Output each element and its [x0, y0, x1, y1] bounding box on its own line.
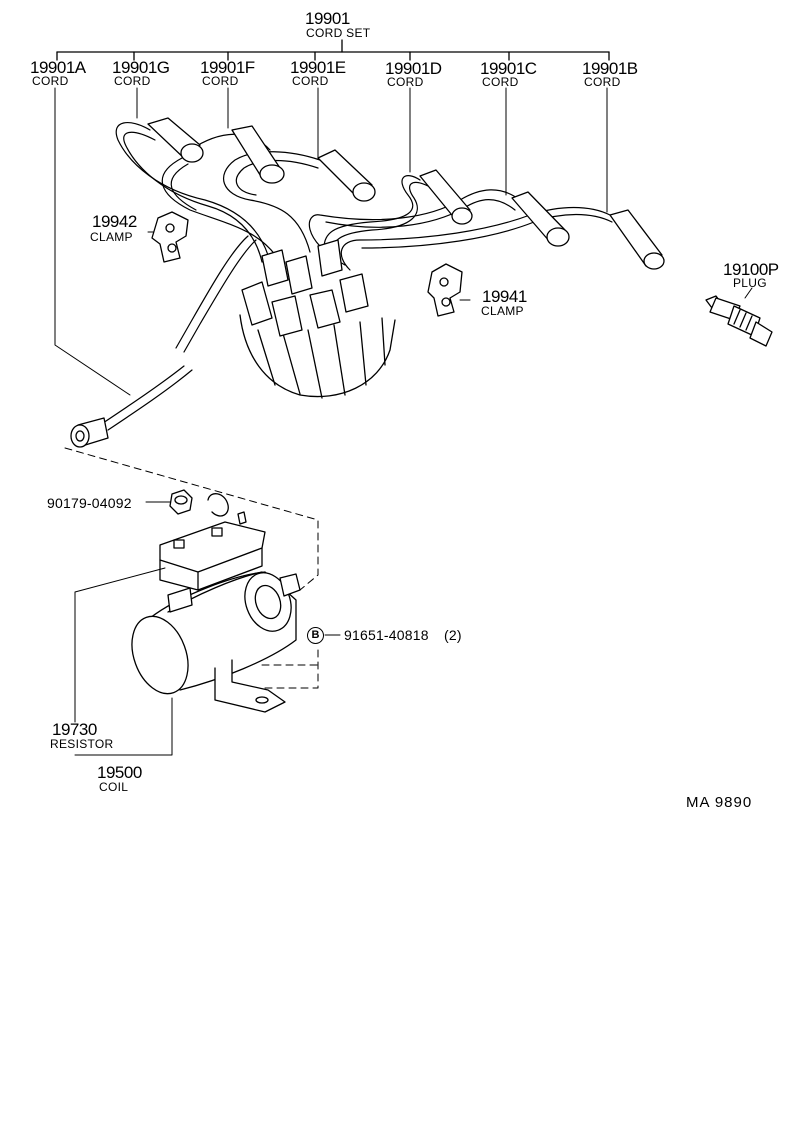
nut-part-no: 90179-04092 [47, 495, 132, 511]
plug-boots [147, 117, 665, 270]
cord-e-name: CORD [292, 74, 329, 88]
bolt-badge: B [307, 627, 324, 644]
cord-set-name: CORD SET [306, 26, 371, 40]
leader-lines [54, 87, 753, 756]
dashed-guides [64, 447, 319, 689]
resistor-part-no: 19730 [52, 720, 97, 739]
cord-a-name: CORD [32, 74, 69, 88]
cord-set-part-no: 19901 [305, 9, 350, 28]
bolt-qty: (2) [444, 627, 462, 643]
cord-c-part-no: 19901C [480, 59, 537, 78]
distributor-cap [239, 239, 396, 399]
coil-shape [131, 571, 301, 713]
clamp-19942-shape [151, 211, 189, 263]
cord-set-bracket [56, 39, 610, 61]
spark-plug-shape [705, 295, 773, 347]
cord-b-name: CORD [584, 75, 621, 89]
cord-e-part-no: 19901E [290, 58, 346, 77]
coil-part-no: 19500 [97, 763, 142, 782]
cord-a-part-no: 19901A [30, 58, 86, 77]
cord-b-part-no: 19901B [582, 59, 638, 78]
cord-d-name: CORD [387, 75, 424, 89]
clamp-19942-name: CLAMP [90, 230, 133, 244]
clamp-19941-name: CLAMP [481, 304, 524, 318]
ignition-wires [99, 122, 613, 431]
clamp-19941-shape [427, 263, 463, 317]
clamp-19942-part-no: 19942 [92, 212, 137, 231]
plug-part-no: 19100P [723, 260, 779, 279]
clamp-19941-part-no: 19941 [482, 287, 527, 306]
diagram-ref: MA 9890 [686, 794, 753, 811]
cord-g-name: CORD [114, 74, 151, 88]
cord-c-name: CORD [482, 75, 519, 89]
resistor-shape [159, 493, 266, 591]
plug-name: PLUG [733, 276, 767, 290]
cord-d-part-no: 19901D [385, 59, 442, 78]
cord-g-part-no: 19901G [112, 58, 170, 77]
bolt-part-no: 91651-40818 [344, 627, 429, 643]
cord-f-part-no: 19901F [200, 58, 255, 77]
coil-cord-terminal [70, 417, 109, 448]
nut-shape [169, 489, 193, 515]
coil-name: COIL [99, 780, 129, 794]
resistor-name: RESISTOR [50, 737, 114, 751]
cord-f-name: CORD [202, 74, 239, 88]
